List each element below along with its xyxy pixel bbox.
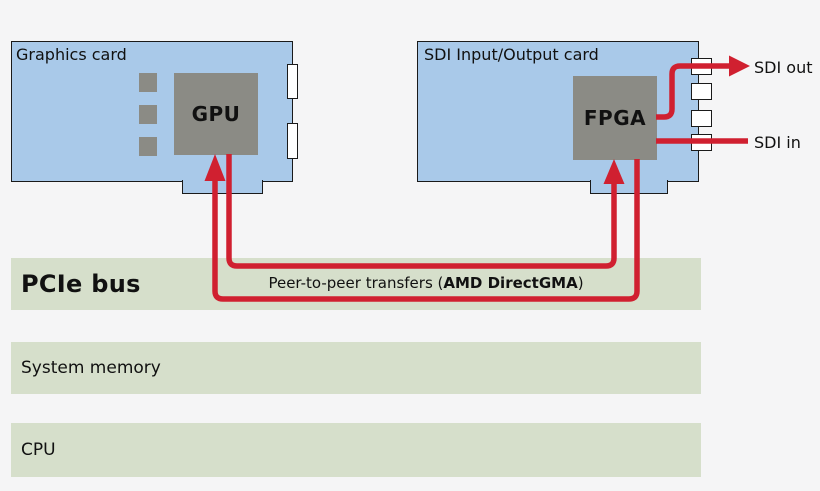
sdi-in-label: SDI in	[754, 133, 801, 152]
memory-chip	[139, 137, 157, 156]
fpga-chip: FPGA	[573, 76, 657, 160]
cpu-bar: CPU	[11, 423, 701, 477]
sdi-connector	[691, 110, 712, 127]
bracket-slot	[287, 64, 298, 99]
cpu-label: CPU	[21, 440, 56, 460]
sdi-connector	[691, 83, 712, 100]
p2p-transfer-label-bold: AMD DirectGMA	[443, 274, 578, 292]
p2p-transfer-label-suffix: )	[577, 274, 584, 292]
arrowhead-sdi-out-icon	[729, 55, 750, 77]
system-memory-bar: System memory	[11, 342, 701, 394]
system-memory-label: System memory	[21, 358, 161, 378]
sdi-out-label: SDI out	[754, 58, 813, 77]
sdi-connector	[691, 134, 712, 151]
gpu-chip-label: GPU	[191, 102, 241, 126]
graphics-card-pcie-tab	[182, 180, 263, 194]
p2p-transfer-label: Peer-to-peer transfers (AMD DirectGMA)	[200, 274, 652, 292]
memory-chip	[139, 105, 157, 124]
sdi-connector	[691, 58, 712, 75]
graphics-card-label: Graphics card	[16, 45, 127, 64]
gpu-chip: GPU	[174, 73, 258, 155]
pcie-bus-label: PCIe bus	[21, 270, 141, 298]
sdi-io-card-label: SDI Input/Output card	[424, 45, 599, 64]
p2p-transfer-label-prefix: Peer-to-peer transfers (	[268, 274, 444, 292]
bracket-slot	[287, 123, 298, 159]
fpga-chip-label: FPGA	[583, 106, 647, 130]
sdi-io-card-pcie-tab	[590, 180, 668, 194]
memory-chip	[139, 73, 157, 92]
